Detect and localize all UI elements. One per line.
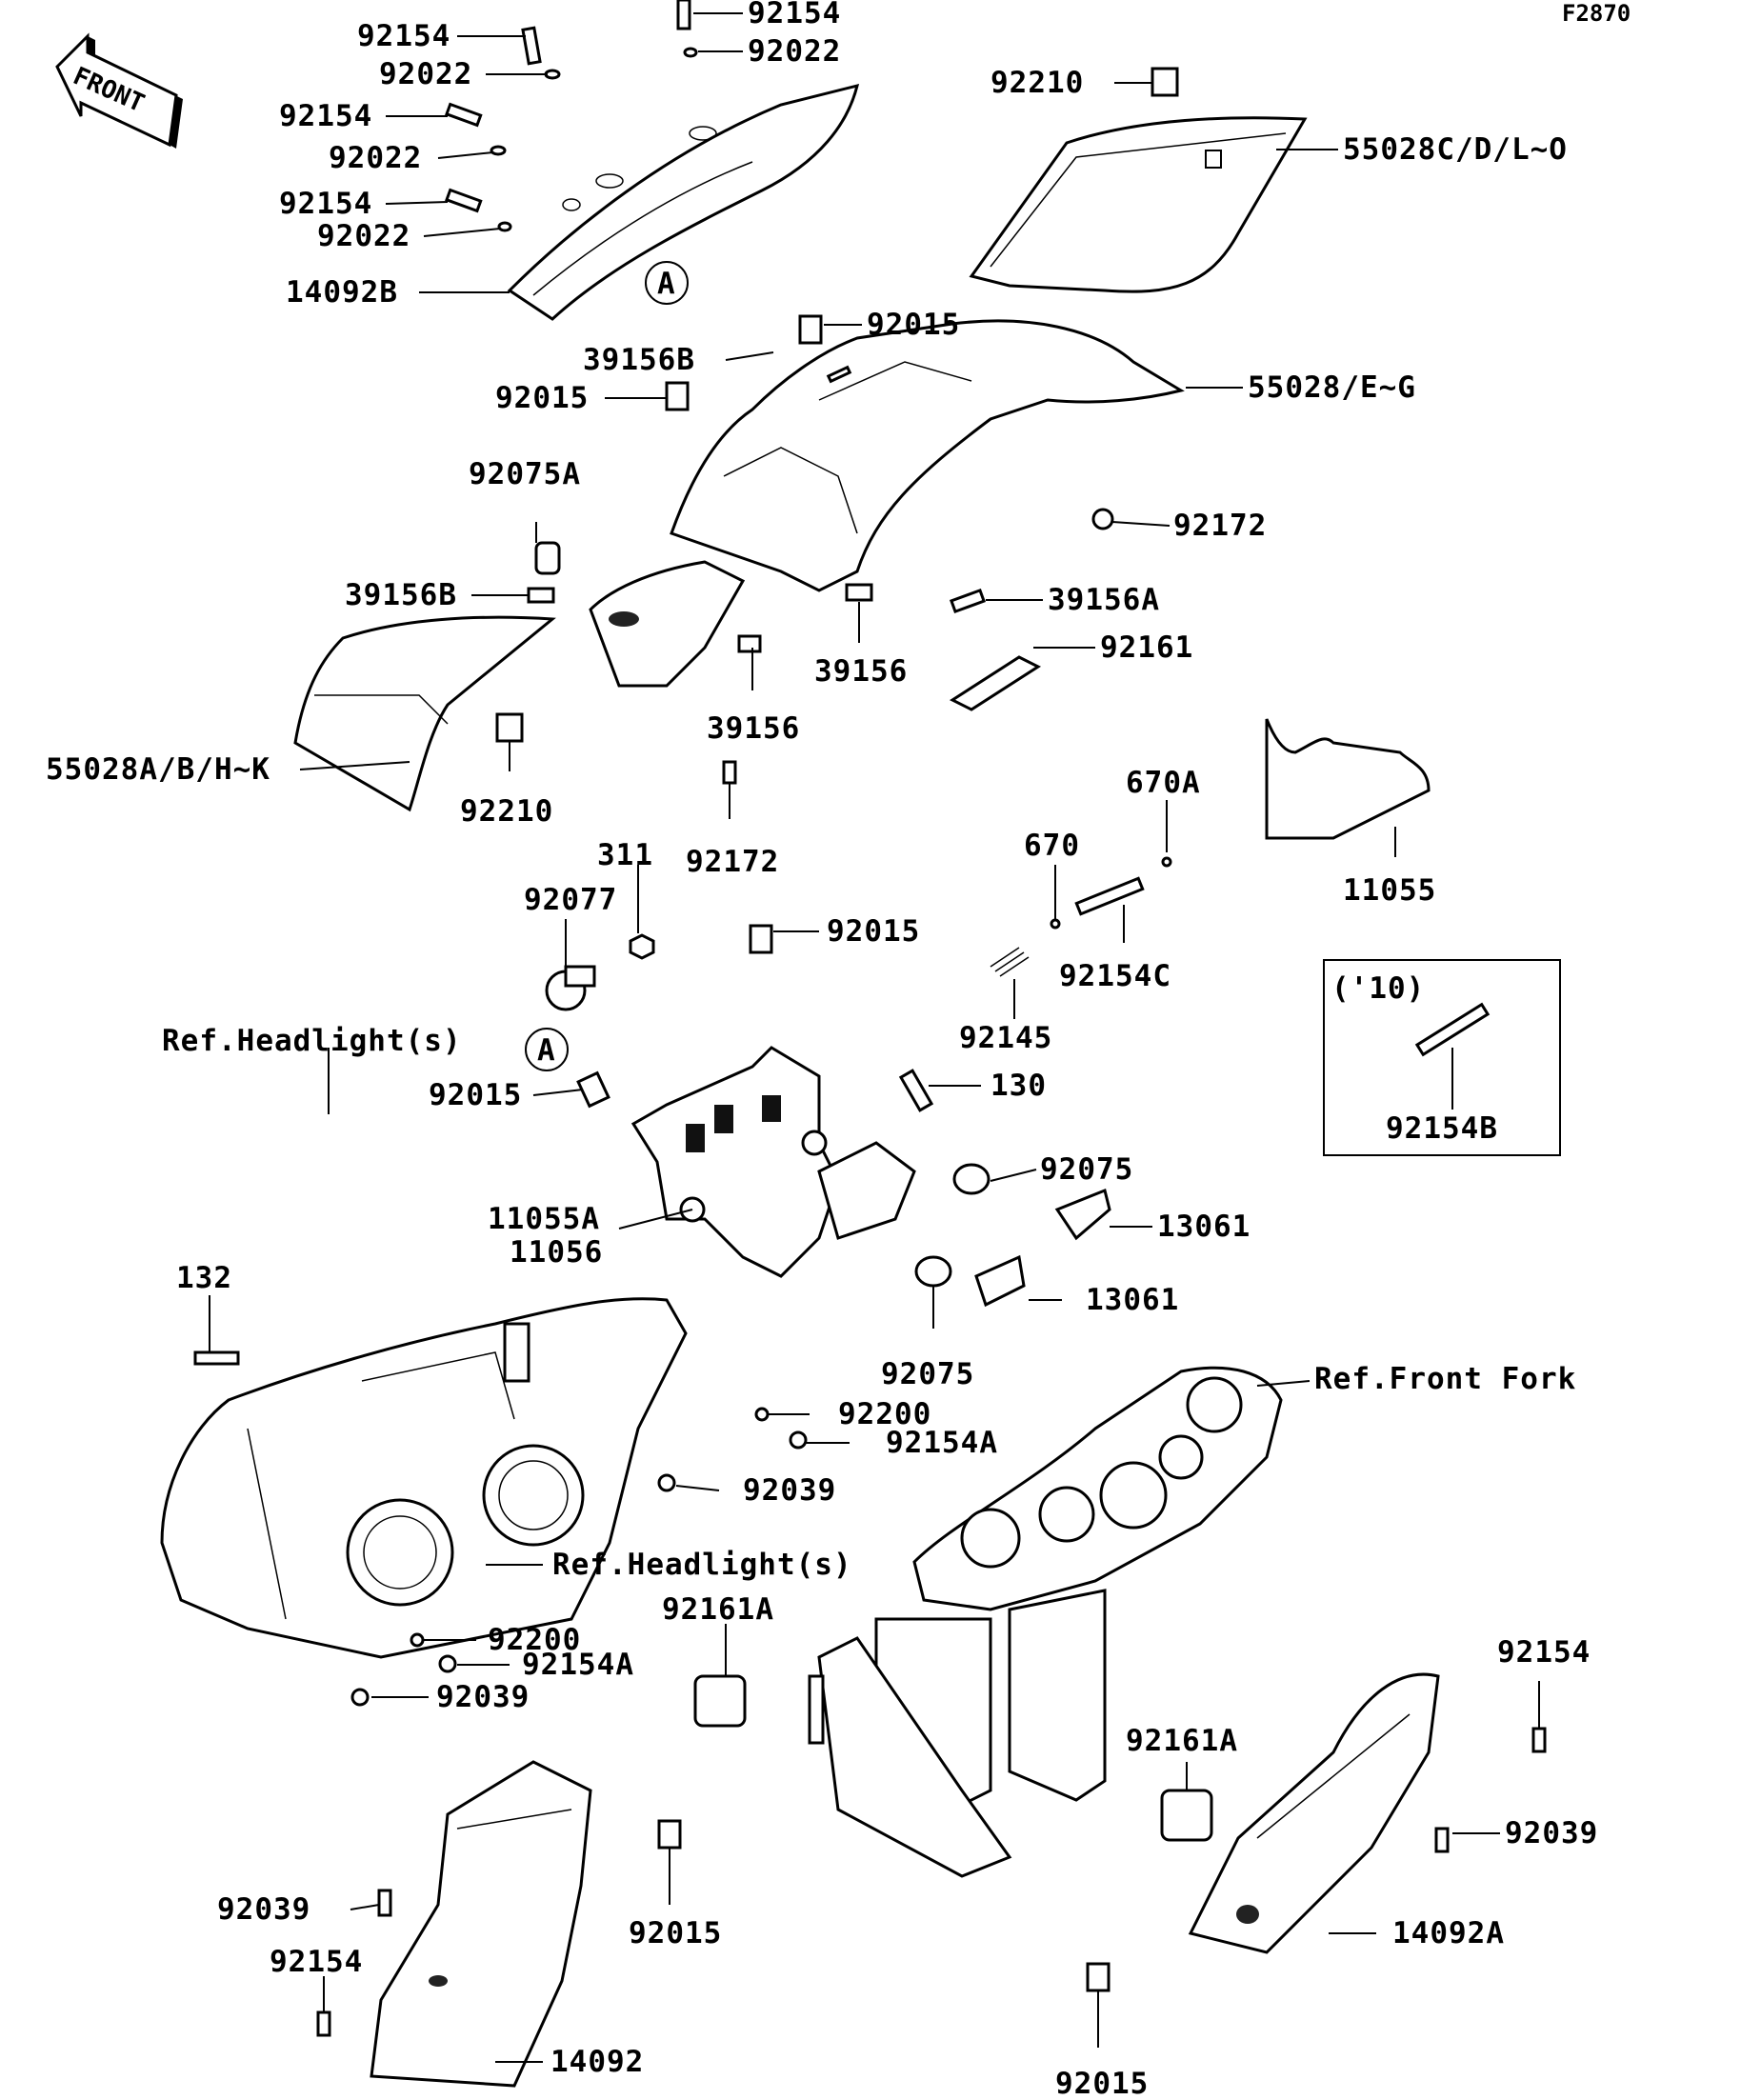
label-92075: 92075 [1040, 1152, 1133, 1187]
label-92145: 92145 [959, 1021, 1052, 1055]
label-11055A: 11055A [488, 1202, 600, 1236]
headlight-assembly [160, 1297, 688, 1659]
figure-code: F2870 [1562, 0, 1631, 27]
label-92015: 92015 [429, 1078, 522, 1112]
label-92200: 92200 [488, 1623, 581, 1657]
label-92161: 92161 [1100, 630, 1193, 665]
upper-cowl-14092B [507, 83, 860, 321]
label-ref-headlight: Ref.Headlight(s) [162, 1024, 462, 1058]
label-92015: 92015 [629, 1916, 722, 1950]
year-box-10: ('10) [1323, 959, 1561, 1156]
label-13061: 13061 [1086, 1283, 1179, 1317]
label-670: 670 [1024, 829, 1080, 863]
label-92077: 92077 [524, 883, 617, 917]
inner-cowl-55028 [589, 319, 1185, 688]
label-14092: 14092 [550, 2045, 644, 2079]
side-panel-55028A [293, 615, 556, 812]
leader-lines [209, 12, 1540, 2063]
label-39156A: 39156A [1048, 583, 1160, 617]
label-55028C: 55028C/D/L~O [1343, 132, 1568, 167]
label-92172: 92172 [686, 845, 779, 879]
ref-circle-a-mid: A [525, 1028, 569, 1071]
label-132: 132 [176, 1261, 232, 1295]
label-92075A: 92075A [469, 457, 581, 491]
label-92210: 92210 [991, 66, 1084, 100]
label-92154B: 92154B [1386, 1111, 1498, 1146]
label-92154: 92154 [357, 19, 450, 53]
label-92039: 92039 [436, 1680, 530, 1714]
label-39156: 39156 [814, 654, 908, 689]
hardware [193, 0, 1547, 2037]
label-92172: 92172 [1173, 509, 1267, 543]
label-92039: 92039 [217, 1892, 310, 1927]
label-39156B: 39156B [345, 578, 457, 612]
year-box-label: ('10) [1331, 971, 1425, 1006]
label-92022: 92022 [379, 57, 472, 91]
label-11055: 11055 [1343, 873, 1436, 908]
front-arrow-icon: FRONT [55, 32, 183, 149]
label-92075: 92075 [881, 1357, 974, 1391]
part-labels: 92154 92022 92154 92022 92154 92022 9215… [46, 0, 1598, 2100]
label-92154: 92154 [748, 0, 841, 30]
label-13061: 13061 [1157, 1210, 1251, 1244]
label-92200: 92200 [838, 1397, 931, 1431]
label-92154: 92154 [279, 99, 372, 133]
label-311: 311 [597, 838, 653, 872]
label-670A: 670A [1126, 766, 1201, 800]
label-39156B: 39156B [583, 343, 695, 377]
stay-bracket-11055A [630, 1046, 916, 1278]
label-92210: 92210 [460, 794, 553, 829]
label-55028A: 55028A/B/H~K [46, 752, 270, 787]
inner-cover-14092 [370, 1760, 592, 2088]
label-92154: 92154 [1497, 1635, 1591, 1670]
label-92154A: 92154A [886, 1426, 998, 1460]
label-92022: 92022 [329, 141, 422, 175]
label-92154C: 92154C [1059, 959, 1171, 993]
svg-text:A: A [537, 1033, 556, 1068]
label-92039: 92039 [1505, 1816, 1598, 1850]
inner-cover-14092A [1188, 1672, 1440, 1954]
label-92022: 92022 [748, 34, 841, 69]
label-92161A: 92161A [1126, 1724, 1238, 1758]
label-92015: 92015 [827, 914, 920, 949]
label-92154: 92154 [279, 187, 372, 221]
label-55028E: 55028/E~G [1248, 370, 1416, 405]
label-39156: 39156 [707, 711, 800, 746]
label-92161A: 92161A [662, 1592, 774, 1627]
label-92154A: 92154A [522, 1648, 634, 1682]
label-92015: 92015 [495, 381, 589, 415]
label-14092A: 14092A [1392, 1916, 1505, 1950]
label-92039: 92039 [743, 1473, 836, 1508]
label-92022: 92022 [317, 219, 410, 253]
label-ref-front-fork: Ref.Front Fork [1314, 1362, 1576, 1396]
label-92015: 92015 [1055, 2067, 1149, 2100]
label-ref-headlight: Ref.Headlight(s) [552, 1548, 852, 1582]
label-92154: 92154 [270, 1945, 363, 1979]
ref-circle-a-top: A [645, 261, 689, 305]
svg-text:A: A [657, 267, 676, 301]
side-panel-55028C [969, 116, 1308, 293]
label-92015: 92015 [867, 308, 960, 342]
label-14092B: 14092B [286, 275, 398, 310]
label-11056: 11056 [510, 1235, 603, 1270]
front-fork-assembly [808, 1366, 1283, 1878]
label-130: 130 [991, 1069, 1047, 1103]
